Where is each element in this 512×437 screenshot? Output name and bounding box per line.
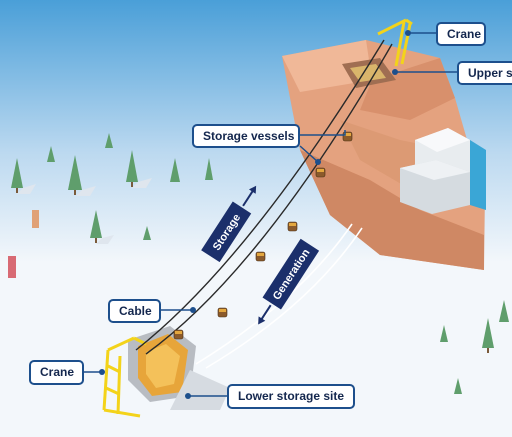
anchor-upper-storage [392, 69, 398, 75]
anchor-storage-vessels [315, 159, 321, 165]
label-crane-bottom: Crane [29, 360, 84, 385]
label-crane-top: Crane [436, 22, 486, 46]
pine-trees [11, 110, 509, 394]
label-cable: Cable [108, 299, 161, 323]
label-storage-vessels: Storage vessels [192, 124, 300, 148]
lower-crane [102, 336, 147, 418]
power-station [400, 128, 486, 214]
storage-arrow: Storage [201, 185, 257, 263]
anchor-lower-storage [185, 393, 191, 399]
markers [8, 210, 39, 278]
cables [135, 39, 393, 369]
storage-vessels [173, 131, 353, 340]
anchor-cable [190, 307, 196, 313]
anchor-crane-bottom [99, 369, 105, 375]
storage-arrow-body [201, 201, 252, 263]
leader-lines [82, 32, 458, 397]
storage-arrow-head [248, 185, 257, 194]
label-lower-storage: Lower storage site [227, 384, 355, 409]
generation-arrow-head [258, 316, 266, 325]
label-upper-storage: Upper storage site [457, 61, 512, 85]
anchor-crane-top [405, 30, 411, 36]
generation-arrow-body [262, 238, 320, 310]
